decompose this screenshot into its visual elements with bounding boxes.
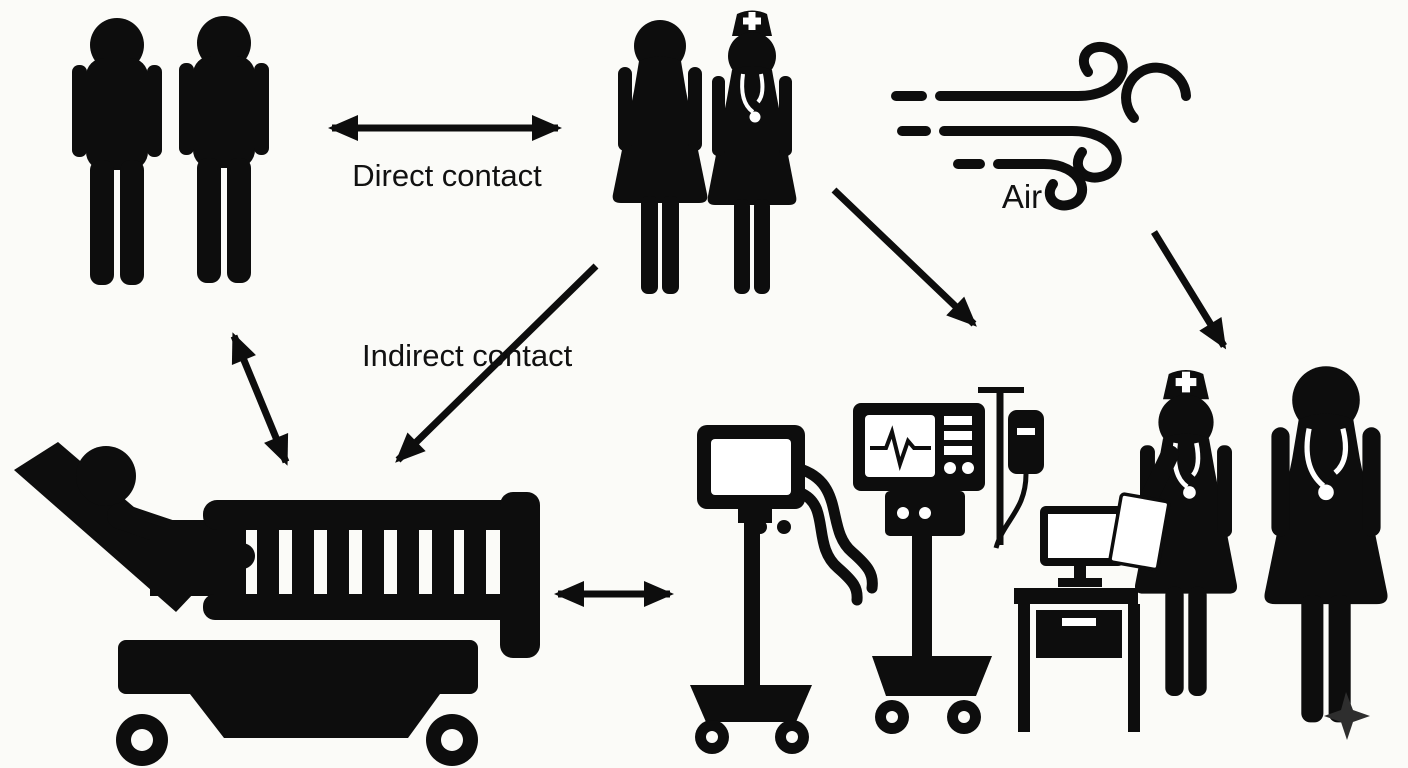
monitor-stand-icon (690, 425, 878, 754)
clipboard-icon (1108, 492, 1171, 572)
staff-equipment-arrow (831, 187, 977, 327)
watermark-star (1324, 692, 1370, 740)
direct-contact-label: Direct contact (352, 158, 542, 193)
patient-in-bed-icon (14, 442, 540, 766)
medical-equipment-icon (690, 387, 1140, 754)
patient-with-nurse-icon (612, 8, 799, 296)
wind-icon (891, 41, 1191, 211)
two-patients-icon (72, 16, 269, 285)
doctor-icon (1264, 366, 1388, 723)
ventilator-icon (853, 403, 992, 734)
iv-drip-icon (978, 387, 1044, 549)
patients-bed-arrow (230, 332, 290, 466)
air-label: Air (1002, 178, 1042, 215)
indirect-contact-label: Indirect contact (362, 338, 573, 373)
computer-desk-icon (1014, 506, 1140, 732)
bed-rail-slats (222, 524, 486, 602)
indirect-contact-arrow (395, 263, 599, 463)
air-staff-arrow (1151, 230, 1227, 350)
nurse-with-clipboard-icon (1108, 370, 1237, 696)
